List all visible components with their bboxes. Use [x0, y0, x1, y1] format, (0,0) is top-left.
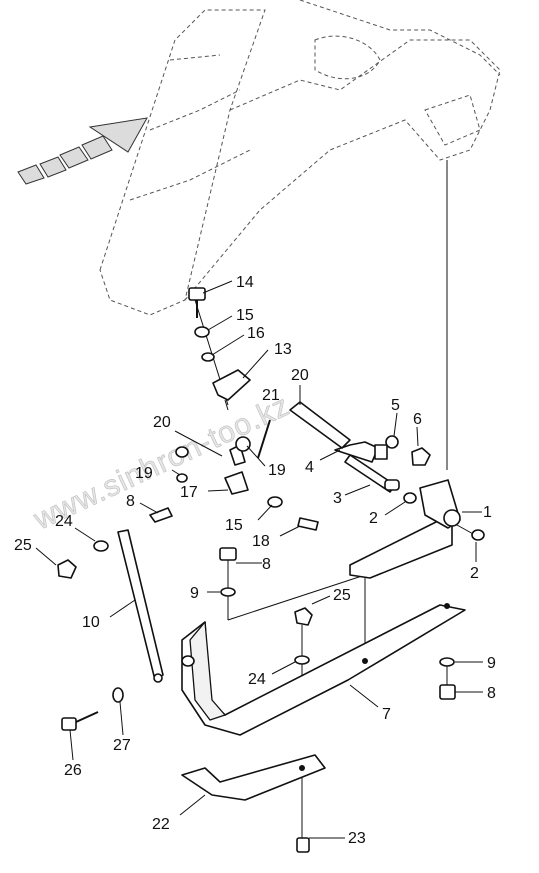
- hinge-bracket: [334, 441, 388, 463]
- callout-3: 3: [333, 490, 342, 507]
- callout-14: 14: [236, 274, 254, 291]
- callout-20: 20: [291, 367, 309, 384]
- skid-runner: [181, 603, 466, 736]
- callout-25: 25: [333, 587, 351, 604]
- callout-24: 24: [55, 513, 73, 530]
- callout-10: 10: [82, 614, 100, 631]
- pivot-arm: [349, 479, 461, 579]
- callout-13: 13: [274, 341, 292, 358]
- spring-clip: [224, 471, 249, 495]
- callout-5: 5: [391, 397, 400, 414]
- callout-labels: 1 2 2 3 4 5 6 7 8 8 8 9 9 10 13 14 15 15…: [14, 274, 496, 847]
- tension-rod: [257, 419, 271, 459]
- shaft: [344, 454, 400, 493]
- callout-8: 8: [262, 556, 271, 573]
- callout-20: 20: [153, 414, 171, 431]
- callout-23: 23: [348, 830, 366, 847]
- callout-2: 2: [369, 510, 378, 527]
- grease-fitting-13: [212, 369, 251, 411]
- leader-lines: [35, 280, 483, 839]
- callout-15: 15: [236, 307, 254, 324]
- callout-7: 7: [382, 706, 391, 723]
- callout-15: 15: [225, 517, 243, 534]
- callout-26: 26: [64, 762, 82, 779]
- callout-18: 18: [252, 533, 270, 550]
- callout-21: 21: [262, 387, 280, 404]
- fasteners: [57, 287, 485, 853]
- callout-8: 8: [126, 493, 135, 510]
- callout-4: 4: [305, 459, 314, 476]
- callout-16: 16: [247, 325, 265, 342]
- direction-arrow: [17, 117, 148, 185]
- callout-6: 6: [413, 411, 422, 428]
- callout-22: 22: [152, 816, 170, 833]
- callout-19: 19: [135, 465, 153, 482]
- callout-17: 17: [180, 484, 198, 501]
- callout-1: 1: [483, 504, 492, 521]
- machine-frame-outline: [99, 0, 501, 316]
- support-bar: [117, 529, 164, 683]
- callout-27: 27: [113, 737, 131, 754]
- callout-24: 24: [248, 671, 266, 688]
- callout-9: 9: [487, 655, 496, 672]
- wear-plate: [181, 754, 326, 801]
- callout-8: 8: [487, 685, 496, 702]
- callout-19: 19: [268, 462, 286, 479]
- callout-2: 2: [470, 565, 479, 582]
- callout-25: 25: [14, 537, 32, 554]
- callout-9: 9: [190, 585, 199, 602]
